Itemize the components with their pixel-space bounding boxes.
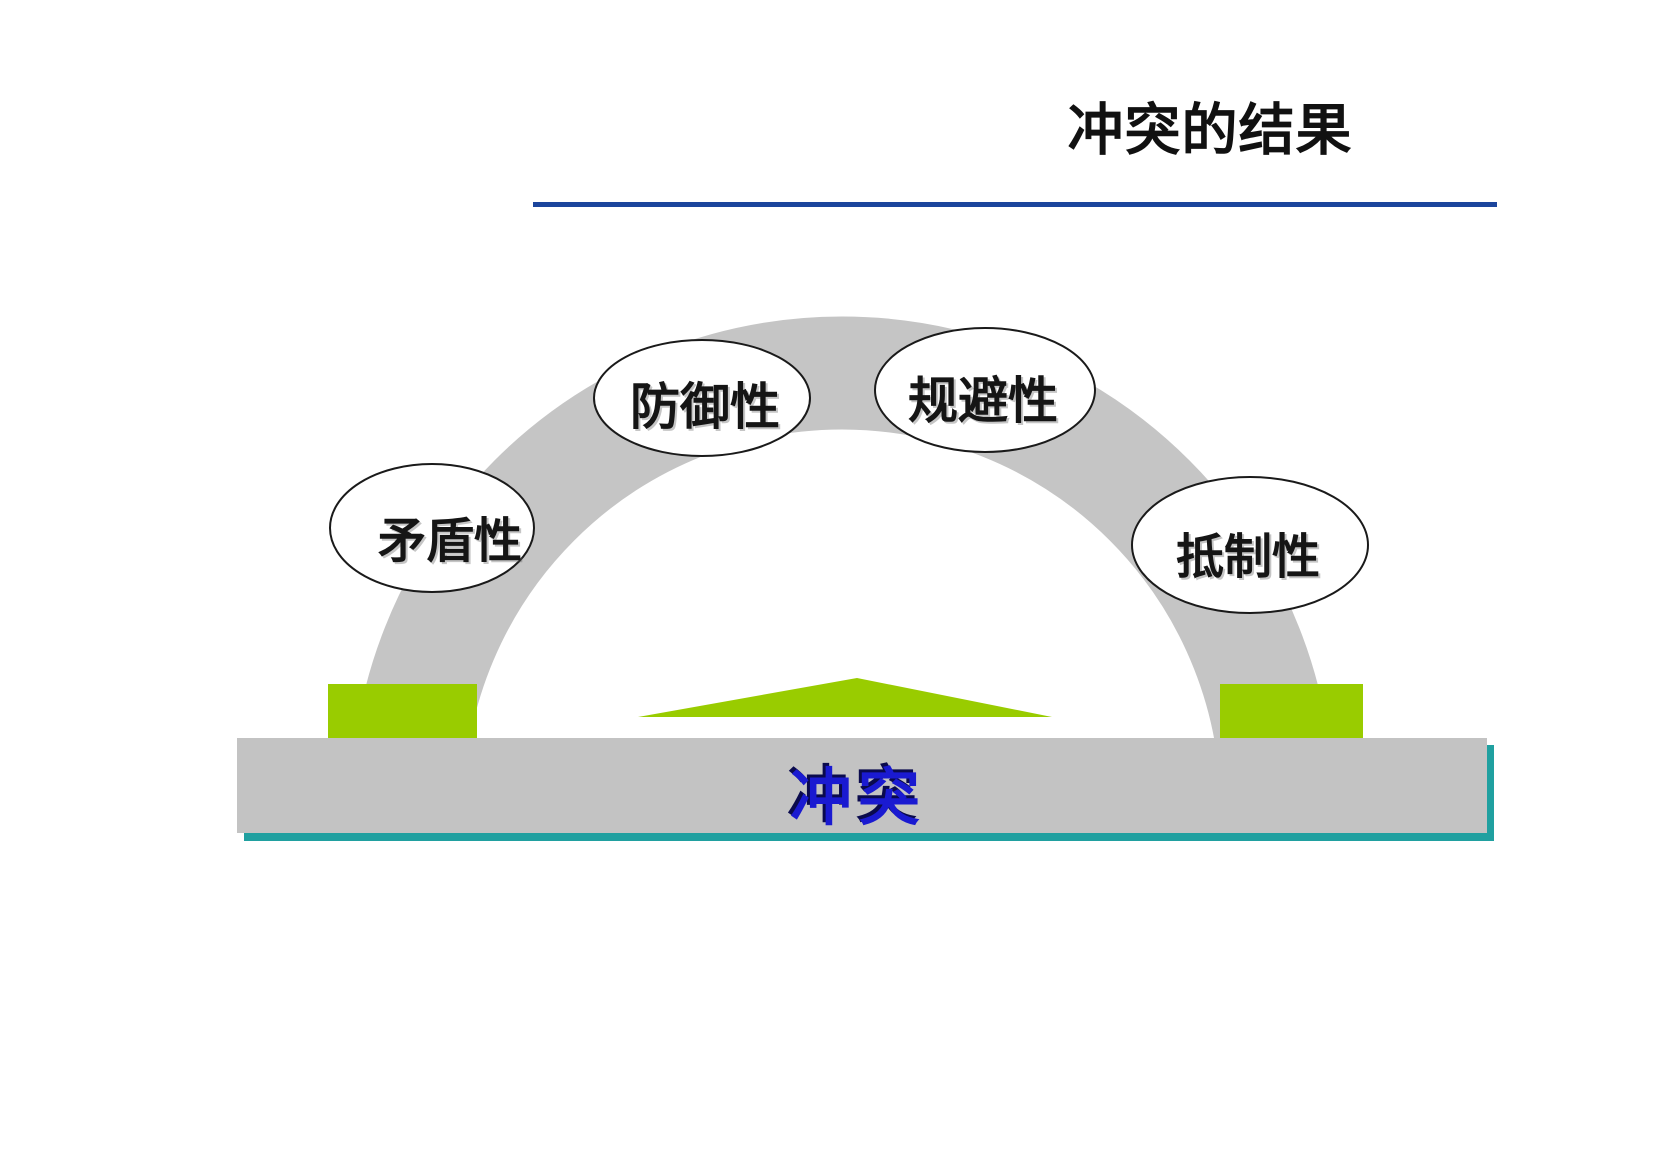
ellipse-node-contradictory <box>329 463 535 593</box>
page-title: 冲突的结果 <box>1067 98 1353 162</box>
ellipse-node-defensive <box>593 339 811 457</box>
node-label-contradictory: 矛盾性 <box>377 515 523 568</box>
base-bar <box>237 738 1487 833</box>
node-label-resistant: 抵制性 <box>1175 531 1321 584</box>
base-bar-label: 冲突 <box>789 764 927 833</box>
node-label-defensive: 防御性 <box>630 379 780 435</box>
left-pillar <box>328 684 477 740</box>
ellipse-node-resistant <box>1131 476 1369 614</box>
base-triangle <box>638 678 1052 717</box>
title-underline <box>533 202 1497 207</box>
arch-band <box>355 316 1329 740</box>
right-pillar <box>1220 684 1363 740</box>
ellipse-node-avoidant <box>874 327 1096 453</box>
node-label-avoidant: 规避性 <box>908 373 1058 429</box>
